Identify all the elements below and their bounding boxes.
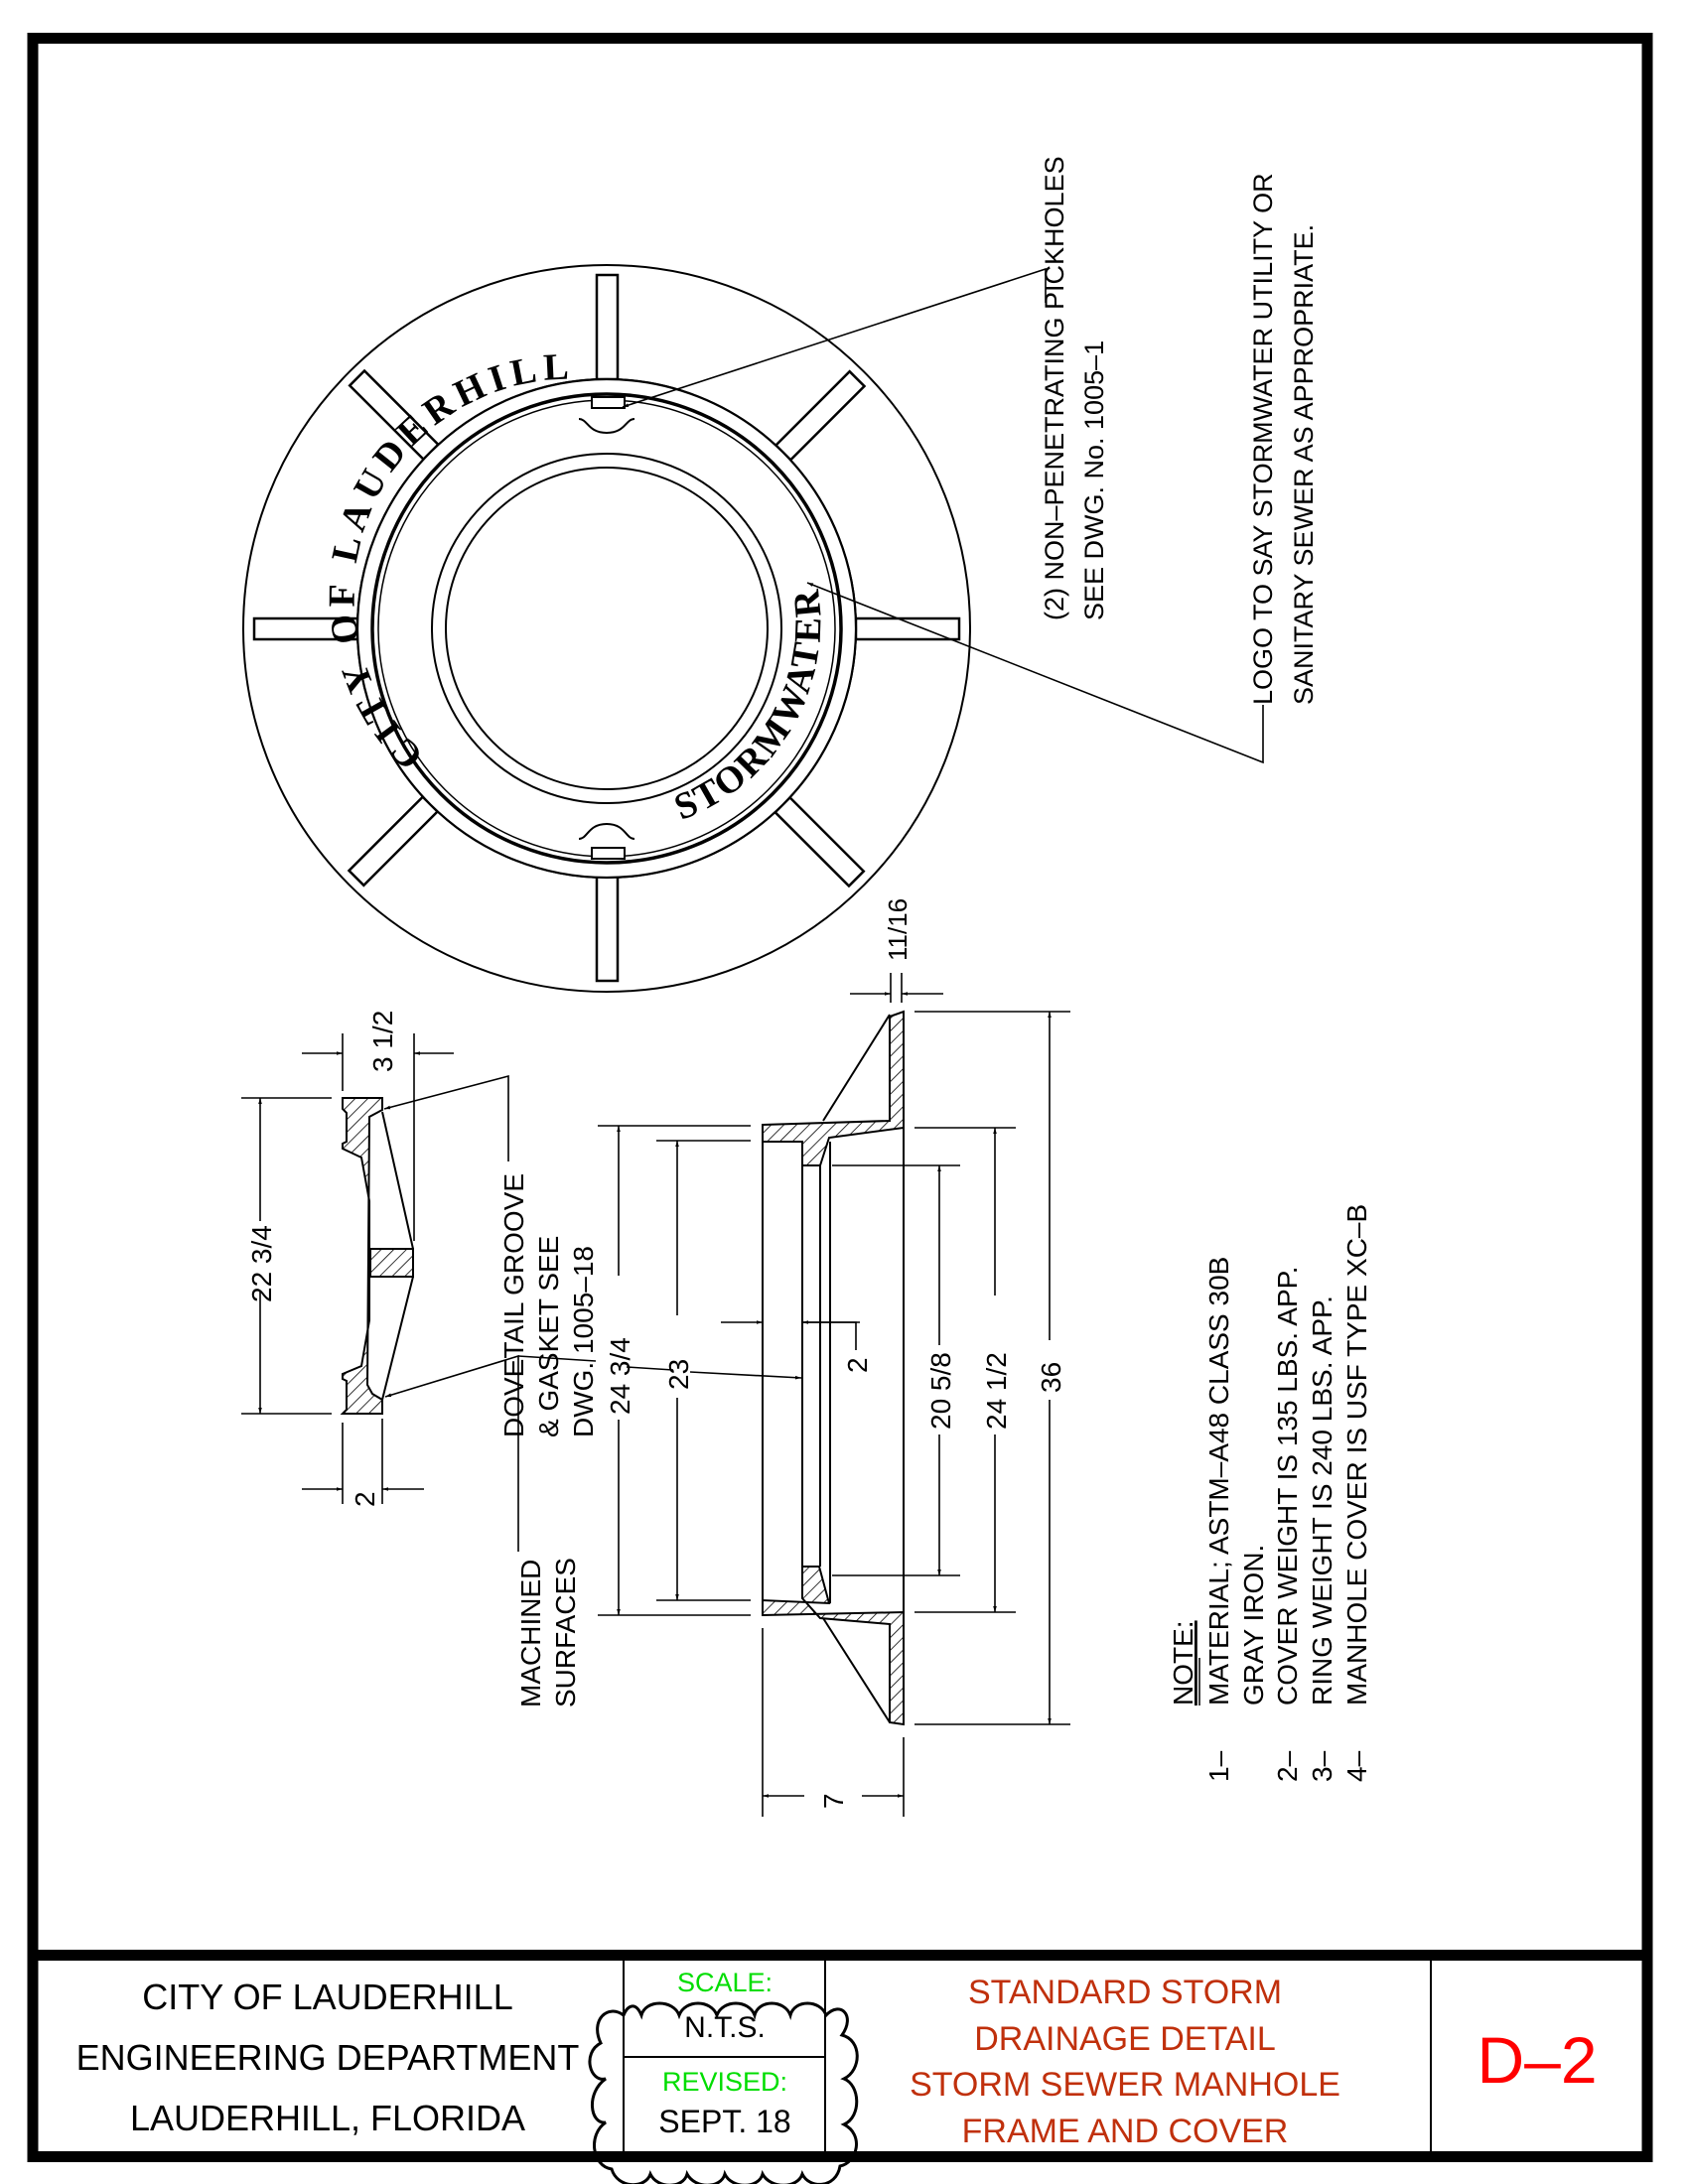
title-line-4: FRAME AND COVER [962, 2113, 1289, 2150]
note-1-line-2: GRAY IRON. [1238, 1545, 1269, 1706]
plan-view [242, 264, 971, 993]
svg-text:MACHINED: MACHINED [515, 1560, 546, 1707]
revision-cloud [588, 2001, 859, 2184]
title-line-1: STANDARD STORM [968, 1974, 1282, 2011]
dim-flange-thickness: 11/16 [883, 898, 913, 961]
revised-value: SEPT. 18 [658, 2104, 790, 2139]
agency-block: CITY OF LAUDERHILL ENGINEERING DEPARTMEN… [76, 1977, 580, 2138]
scale-label: SCALE: [677, 1968, 773, 1997]
dim-flange-seat: 24 1/2 [981, 1352, 1012, 1430]
revised-label: REVISED: [662, 2067, 787, 2097]
svg-text:DWG. 1005–18: DWG. 1005–18 [568, 1246, 599, 1437]
svg-text:& GASKET SEE: & GASKET SEE [533, 1236, 564, 1437]
dim-frame-wall: 2 [842, 1357, 873, 1373]
cover-section [340, 1097, 414, 1415]
agency-line-2: ENGINEERING DEPARTMENT [76, 2037, 580, 2078]
machined-callout: MACHINED SURFACES [515, 1558, 581, 1707]
dim-frame-inner-top: 23 [663, 1359, 694, 1390]
svg-text:(2) NON–PENETRATING PICKHOLES: (2) NON–PENETRATING PICKHOLES [1040, 156, 1069, 620]
notes-heading: NOTE: [1168, 1620, 1198, 1706]
svg-text:DOVETAIL GROOVE: DOVETAIL GROOVE [498, 1173, 529, 1437]
dim-clear-opening: 20 5/8 [925, 1352, 956, 1430]
scale-value: N.T.S. [684, 2011, 766, 2044]
dim-cover-width: 22 3/4 [246, 1225, 277, 1302]
title-line-3: STORM SEWER MANHOLE [910, 2066, 1340, 2104]
dim-frame-height: 7 [818, 1793, 849, 1809]
pickholes-callout: (2) NON–PENETRATING PICKHOLES SEE DWG. N… [1040, 156, 1109, 620]
note-4-line: MANHOLE COVER IS USF TYPE XC–B [1341, 1204, 1372, 1706]
frame-outer-circle [242, 264, 971, 993]
svg-text:LOGO TO SAY STORMWATER UTILITY: LOGO TO SAY STORMWATER UTILITY OR [1248, 173, 1278, 705]
dim-base: 36 [1036, 1362, 1066, 1393]
sheet-number: D–2 [1477, 2023, 1597, 2097]
note-1-num: 1– [1203, 1750, 1234, 1782]
note-2-line: COVER WEIGHT IS 135 LBS. APP. [1272, 1267, 1303, 1706]
svg-text:SANITARY SEWER AS APPROPRIATE.: SANITARY SEWER AS APPROPRIATE. [1289, 224, 1319, 705]
frame-section [762, 1010, 905, 1726]
agency-line-3: LAUDERHILL, FLORIDA [130, 2098, 525, 2138]
dovetail-callout: DOVETAIL GROOVE & GASKET SEE DWG. 1005–1… [498, 1173, 599, 1437]
svg-text:SURFACES: SURFACES [550, 1558, 581, 1707]
logo-callout: LOGO TO SAY STORMWATER UTILITY OR SANITA… [1248, 173, 1319, 705]
pickhole-bottom [578, 822, 635, 860]
note-1-line-1: MATERIAL; ASTM–A48 CLASS 30B [1203, 1257, 1234, 1706]
pickhole-top [578, 396, 635, 435]
note-3-line: RING WEIGHT IS 240 LBS. APP. [1307, 1296, 1337, 1706]
agency-line-1: CITY OF LAUDERHILL [142, 1977, 512, 2017]
drawing-title: STANDARD STORM DRAINAGE DETAIL STORM SEW… [910, 1974, 1340, 2150]
plan-leaders [622, 267, 1264, 764]
title-line-2: DRAINAGE DETAIL [974, 2020, 1276, 2058]
dim-cover-rim: 2 [350, 1491, 380, 1507]
cover-dims [241, 1033, 802, 1552]
dim-frame-outer-top: 24 3/4 [605, 1337, 635, 1415]
frame-ribs [252, 273, 961, 983]
note-3-num: 3– [1307, 1750, 1337, 1782]
svg-text:SEE DWG. No. 1005–1: SEE DWG. No. 1005–1 [1079, 341, 1109, 620]
dim-cover-depth: 3 1/2 [367, 1011, 398, 1072]
title-block: CITY OF LAUDERHILL ENGINEERING DEPARTMEN… [76, 1961, 1598, 2184]
notes: NOTE: 1– MATERIAL; ASTM–A48 CLASS 30B GR… [1168, 1204, 1372, 1782]
note-4-num: 4– [1341, 1750, 1372, 1782]
frame-dims [598, 973, 1070, 1817]
note-2-num: 2– [1272, 1750, 1303, 1782]
sheet-border [27, 33, 1653, 2162]
